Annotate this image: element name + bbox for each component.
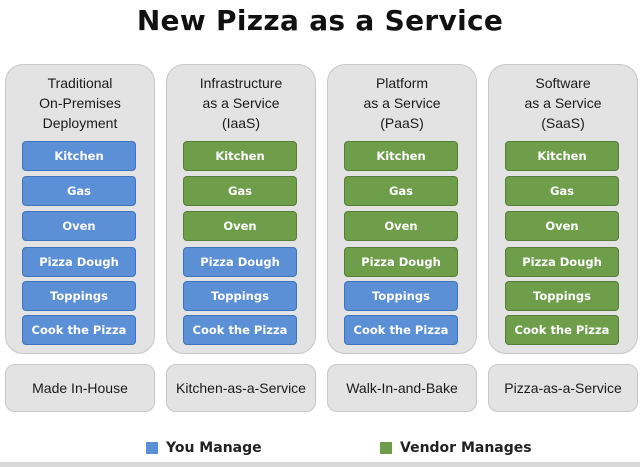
tile-kitchen: Kitchen [344, 141, 458, 171]
tile-gas: Gas [183, 176, 297, 206]
tile-oven: Oven [505, 211, 619, 241]
tile-gas: Gas [344, 176, 458, 206]
heading-line: Traditional [47, 75, 113, 91]
footer-walk-in-and-bake: Walk-In-and-Bake [327, 364, 477, 412]
tile-pizza-dough: Pizza Dough [183, 247, 297, 277]
heading-line: Software [535, 75, 591, 91]
heading-line: Platform [375, 75, 429, 91]
legend-swatch-blue [146, 442, 158, 454]
tile-gas: Gas [505, 176, 619, 206]
diagram-title: New Pizza as a Service [136, 4, 504, 37]
tile-cook-the-pizza: Cook the Pizza [344, 315, 458, 345]
tile-toppings: Toppings [183, 281, 297, 311]
tile-kitchen: Kitchen [22, 141, 136, 171]
heading-line: as a Service [363, 95, 441, 111]
footer-pizza-as-a-service: Pizza-as-a-Service [488, 364, 638, 412]
column-saas: Software as a Service (SaaS) Kitchen Gas… [488, 64, 638, 354]
tile-toppings: Toppings [344, 281, 458, 311]
heading-line: (IaaS) [221, 115, 261, 131]
tile-kitchen: Kitchen [505, 141, 619, 171]
tile-kitchen: Kitchen [183, 141, 297, 171]
column-heading: Software as a Service (SaaS) [489, 73, 637, 133]
legend-label: You Manage [166, 440, 262, 456]
column-heading: Traditional On-Premises Deployment [6, 73, 154, 133]
tile-oven: Oven [183, 211, 297, 241]
tile-pizza-dough: Pizza Dough [505, 247, 619, 277]
tile-pizza-dough: Pizza Dough [22, 247, 136, 277]
legend-swatch-green [380, 442, 392, 454]
tile-cook-the-pizza: Cook the Pizza [183, 315, 297, 345]
heading-line: (SaaS) [541, 115, 585, 131]
tile-oven: Oven [22, 211, 136, 241]
column-paas: Platform as a Service (PaaS) Kitchen Gas… [327, 64, 477, 354]
legend-you-manage: You Manage [146, 440, 262, 456]
column-heading: Infrastructure as a Service (IaaS) [167, 73, 315, 133]
tile-gas: Gas [22, 176, 136, 206]
tile-cook-the-pizza: Cook the Pizza [505, 315, 619, 345]
heading-line: (PaaS) [380, 115, 424, 131]
footer-made-in-house: Made In-House [5, 364, 155, 412]
tile-toppings: Toppings [22, 281, 136, 311]
column-heading: Platform as a Service (PaaS) [328, 73, 476, 133]
column-on-premises: Traditional On-Premises Deployment Kitch… [5, 64, 155, 354]
heading-line: Infrastructure [199, 75, 283, 91]
tile-pizza-dough: Pizza Dough [344, 247, 458, 277]
heading-line: as a Service [524, 95, 602, 111]
column-iaas: Infrastructure as a Service (IaaS) Kitch… [166, 64, 316, 354]
heading-line: On-Premises [39, 95, 121, 111]
heading-line: Deployment [42, 115, 118, 131]
footer-kitchen-as-a-service: Kitchen-as-a-Service [166, 364, 316, 412]
bottom-border [0, 462, 640, 467]
heading-line: as a Service [202, 95, 280, 111]
legend-label: Vendor Manages [400, 440, 532, 456]
tile-cook-the-pizza: Cook the Pizza [22, 315, 136, 345]
tile-toppings: Toppings [505, 281, 619, 311]
tile-oven: Oven [344, 211, 458, 241]
legend-vendor-manages: Vendor Manages [380, 440, 532, 456]
